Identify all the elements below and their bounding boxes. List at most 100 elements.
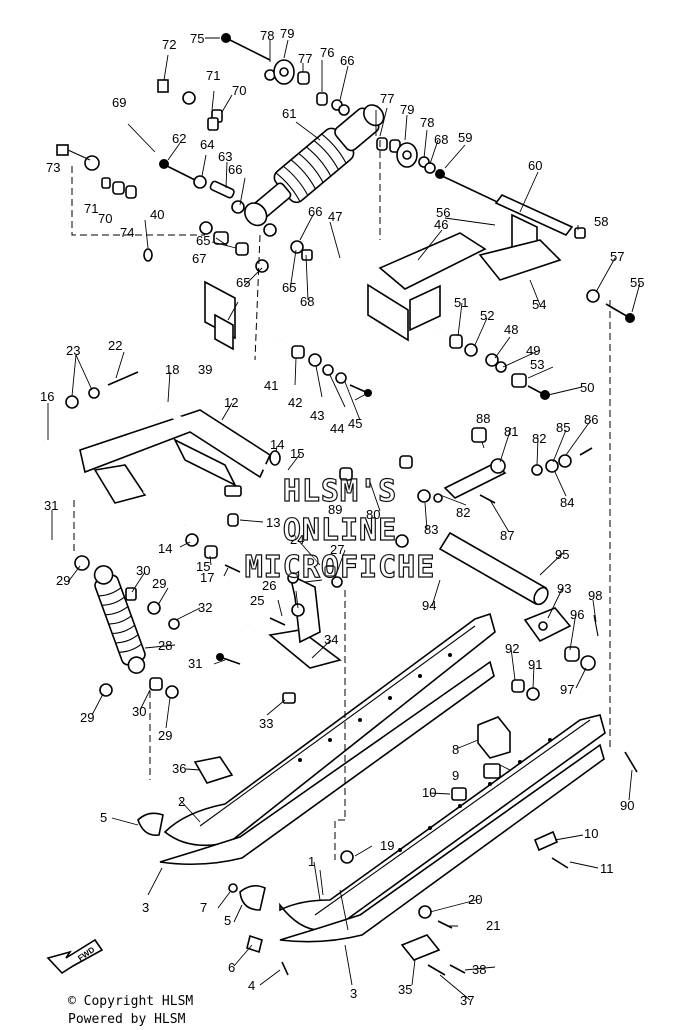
part-number-label: 50: [580, 380, 594, 395]
part-number-label: 96: [570, 607, 584, 622]
part-number-label: 55: [630, 275, 644, 290]
part-number-label: 70: [232, 83, 246, 98]
part-number-label: 71: [84, 201, 98, 216]
part-number-label: 74: [120, 225, 134, 240]
part-number-label: 92: [505, 641, 519, 656]
part-number-label: 2: [178, 794, 185, 809]
part-number-label: 25: [250, 593, 264, 608]
part-number-label: 32: [198, 600, 212, 615]
rear-arm-drawing: [246, 565, 347, 704]
part-number-label: 41: [264, 378, 278, 393]
part-number-label: 30: [136, 563, 150, 578]
powered-by-text: Powered by HLSM: [68, 1012, 186, 1027]
part-number-label: 21: [486, 918, 500, 933]
part-number-label: 87: [500, 528, 514, 543]
part-number-label: 15: [196, 559, 210, 574]
part-number-label: 79: [280, 26, 294, 41]
part-number-label: 97: [560, 682, 574, 697]
part-number-label: 9: [452, 768, 459, 783]
part-number-label: 67: [192, 251, 206, 266]
part-number-label: 66: [340, 53, 354, 68]
part-number-label: 82: [532, 431, 546, 446]
part-number-label: 7: [200, 900, 207, 915]
part-number-label: 27: [330, 542, 344, 557]
part-number-label: 37: [460, 993, 474, 1008]
part-number-label: 38: [472, 962, 486, 977]
part-number-label: 60: [528, 158, 542, 173]
part-number-label: 69: [112, 95, 126, 110]
part-number-label: 35: [398, 982, 412, 997]
part-number-label: 42: [288, 395, 302, 410]
part-number-label: 70: [98, 211, 112, 226]
part-number-label: 77: [380, 91, 394, 106]
part-number-label: 66: [308, 204, 322, 219]
part-number-label: 39: [198, 362, 212, 377]
part-number-label: 89: [328, 502, 342, 517]
part-number-label: 29: [152, 576, 166, 591]
part-number-label: 4: [248, 978, 255, 993]
upper-linkage-drawing: [56, 33, 635, 400]
part-number-label: 94: [422, 598, 436, 613]
part-number-label: 48: [504, 322, 518, 337]
front-arm-drawing: [42, 371, 281, 573]
part-number-label: 71: [206, 68, 220, 83]
part-number-label: 18: [165, 362, 179, 377]
part-number-label: 66: [228, 162, 242, 177]
part-number-label: 83: [424, 522, 438, 537]
part-number-label: 77: [298, 51, 312, 66]
part-number-label: 26: [262, 578, 276, 593]
part-number-label: 75: [190, 31, 204, 46]
part-number-label: 30: [132, 704, 146, 719]
part-number-label: 54: [532, 297, 546, 312]
part-number-label: 82: [456, 505, 470, 520]
part-number-label: 73: [46, 160, 60, 175]
part-number-label: 29: [80, 710, 94, 725]
part-number-label: 16: [40, 389, 54, 404]
part-number-label: 78: [260, 28, 274, 43]
part-number-label: 90: [620, 798, 634, 813]
part-number-label: 59: [458, 130, 472, 145]
part-number-label: 3: [142, 900, 149, 915]
part-number-label: 36: [172, 761, 186, 776]
copyright-text: © Copyright HLSM: [68, 994, 194, 1009]
part-number-label: 78: [420, 115, 434, 130]
part-number-label: 47: [328, 209, 342, 224]
part-number-label: 84: [560, 495, 574, 510]
part-number-label: 23: [66, 343, 80, 358]
part-number-label: 29: [56, 573, 70, 588]
part-number-label: 10: [422, 785, 436, 800]
part-number-label: 95: [555, 547, 569, 562]
part-number-label: 3: [350, 986, 357, 1001]
part-number-label: 33: [259, 716, 273, 731]
part-number-label: 34: [324, 632, 338, 647]
part-number-label: 45: [348, 416, 362, 431]
part-number-label: 28: [158, 638, 172, 653]
part-number-label: 57: [610, 249, 624, 264]
part-number-label: 31: [44, 498, 58, 513]
part-number-label: 12: [224, 395, 238, 410]
part-number-label: 1: [308, 854, 315, 869]
part-number-label: 88: [476, 411, 490, 426]
part-number-label: 65: [236, 275, 250, 290]
part-number-label: 24: [290, 532, 304, 547]
part-number-label: 61: [282, 106, 296, 121]
part-number-label: 68: [434, 132, 448, 147]
slide-rails-drawing: [137, 612, 606, 976]
part-number-label: 91: [528, 657, 542, 672]
part-number-label: 62: [172, 131, 186, 146]
part-number-label: 53: [530, 357, 544, 372]
part-number-label: 76: [320, 45, 334, 60]
part-number-label: 44: [330, 421, 344, 436]
part-number-label: 86: [584, 412, 598, 427]
part-number-label: 11: [600, 861, 614, 876]
part-number-label: 65: [282, 280, 296, 295]
part-number-label: 85: [556, 420, 570, 435]
part-number-label: 5: [100, 810, 107, 825]
part-number-labels: 1233455678910101112131414151516171819202…: [40, 26, 644, 1008]
part-number-label: 15: [290, 446, 304, 461]
part-number-label: 13: [266, 515, 280, 530]
part-number-label: 72: [162, 37, 176, 52]
fwd-arrow: FWD: [46, 938, 104, 975]
part-number-label: 46: [434, 217, 448, 232]
